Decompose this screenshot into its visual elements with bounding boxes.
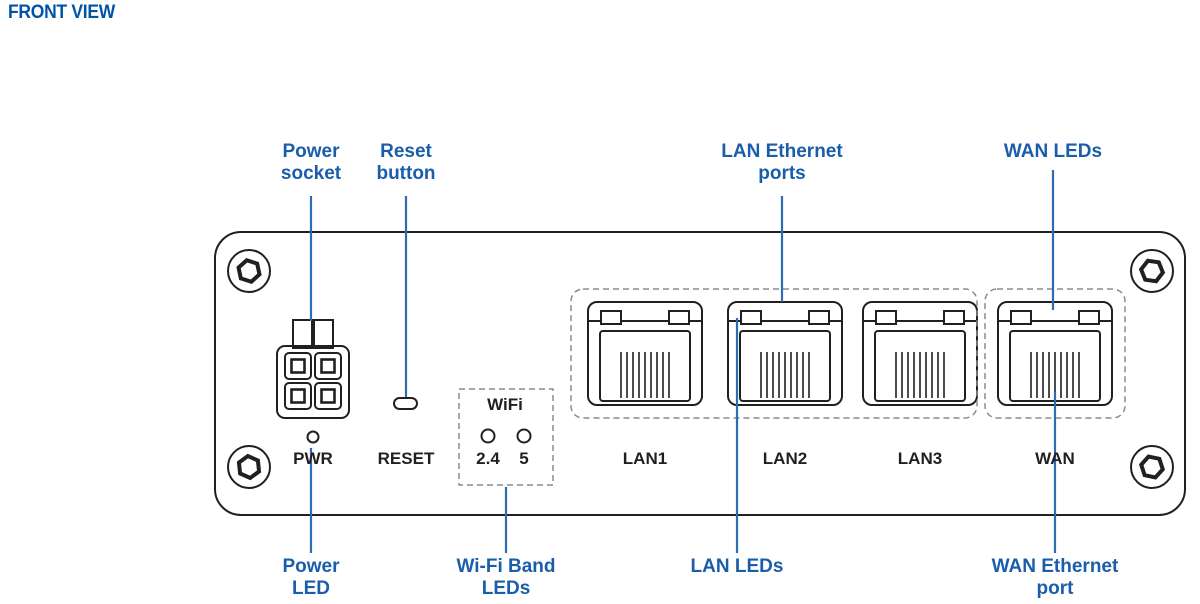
callout-wan-ethernet-port: WAN Ethernet port [991, 556, 1119, 600]
label-wifi-band-5: 5 [519, 449, 529, 468]
ethernet-port-lan1 [587, 301, 703, 406]
callout-wan-leds: WAN LEDs [1003, 141, 1103, 162]
ethernet-port-wan [997, 301, 1113, 406]
reset-button-drawing [393, 397, 418, 410]
corner-screw-top-right [1130, 249, 1174, 293]
label-wifi-band-24: 2.4 [476, 449, 500, 468]
label-lan2: LAN2 [762, 449, 808, 468]
label-lan3: LAN3 [897, 449, 943, 468]
callout-lan-ethernet-ports: LAN Ethernet ports [721, 141, 843, 185]
label-reset: RESET [377, 449, 435, 468]
corner-screw-bottom-right [1130, 445, 1174, 489]
label-lan1: LAN1 [622, 449, 668, 468]
label-wan: WAN [1035, 449, 1075, 468]
wifi-group-outline [458, 388, 554, 486]
wifi-band-leds-drawing [480, 428, 532, 444]
label-pwr: PWR [293, 449, 333, 468]
corner-screw-bottom-left [227, 445, 271, 489]
label-wifi: WiFi [487, 395, 523, 414]
corner-screw-top-left [227, 249, 271, 293]
callout-power-led: Power LED [282, 556, 340, 600]
ethernet-port-lan2 [727, 301, 843, 406]
ethernet-port-lan3 [862, 301, 978, 406]
callout-power-socket: Power socket [280, 141, 342, 185]
callout-reset-button: Reset button [376, 141, 436, 185]
power-led-drawing [306, 430, 320, 444]
lan-ports-group-outline [570, 288, 978, 419]
page-title: FRONT VIEW [8, 2, 115, 23]
wan-port-group-outline [984, 288, 1126, 419]
callout-lan-leds: LAN LEDs [690, 556, 784, 577]
power-socket-drawing [276, 319, 350, 419]
callout-wifi-band-leds: Wi-Fi Band LEDs [456, 556, 556, 600]
device-body [214, 231, 1186, 516]
